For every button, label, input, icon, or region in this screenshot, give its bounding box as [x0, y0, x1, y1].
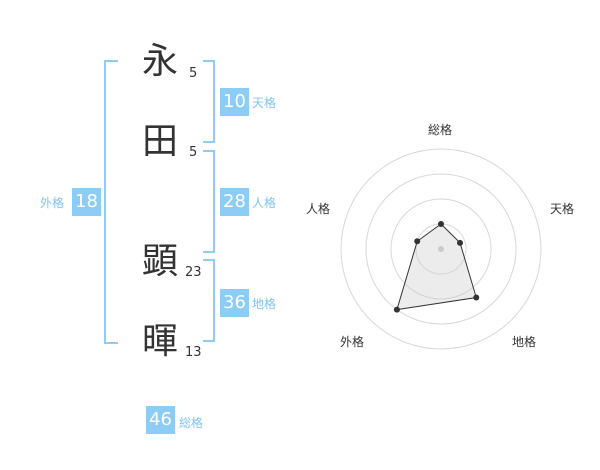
radar-axis-label-3: 外格: [340, 335, 365, 349]
radar-grid-ring: [365, 173, 517, 325]
radar-axis-label-0: 総格: [428, 123, 453, 137]
name-char-2: 田: [142, 121, 179, 162]
radar-axis-label-1: 天格: [550, 202, 575, 216]
radar-center-dot: [438, 246, 444, 252]
chikaku-label: 地格: [252, 297, 277, 311]
radar-data-point: [393, 306, 400, 313]
radar-axis-label-2: 地格: [512, 335, 537, 349]
name-char-3: 顕: [142, 241, 179, 282]
soukaku-value-badge: 46: [146, 406, 175, 434]
radar-grid-ring: [340, 148, 542, 350]
soukaku-label: 総格: [179, 416, 204, 430]
gaikaku-label: 外格: [40, 196, 65, 210]
name-char-1: 永: [142, 41, 179, 82]
jinkaku-label: 人格: [252, 196, 277, 210]
tenkaku-label: 天格: [252, 96, 277, 110]
gaikaku-value-badge: 18: [72, 188, 101, 216]
radar-axis-label-4: 人格: [306, 202, 331, 216]
radar-data-point: [414, 238, 421, 245]
name-char-4: 暉: [142, 321, 179, 362]
radar-grid-ring: [390, 198, 492, 300]
stroke-count-3: 23: [185, 265, 202, 280]
gaikaku-bracket: [104, 60, 118, 344]
stroke-count-2: 5: [189, 145, 198, 160]
jinkaku-value-badge: 28: [220, 188, 249, 216]
chikaku-bracket: [203, 259, 215, 342]
chikaku-value-badge: 36: [220, 289, 249, 317]
jinkaku-bracket: [203, 150, 215, 253]
stroke-count-1: 5: [189, 66, 198, 81]
stroke-count-4: 13: [185, 345, 202, 360]
radar-data-point: [438, 221, 444, 227]
tenkaku-bracket: [203, 60, 215, 143]
radar-data-point: [457, 239, 464, 246]
radar-series-area: [396, 223, 477, 311]
radar-data-point: [473, 294, 480, 301]
tenkaku-value-badge: 10: [220, 88, 249, 116]
